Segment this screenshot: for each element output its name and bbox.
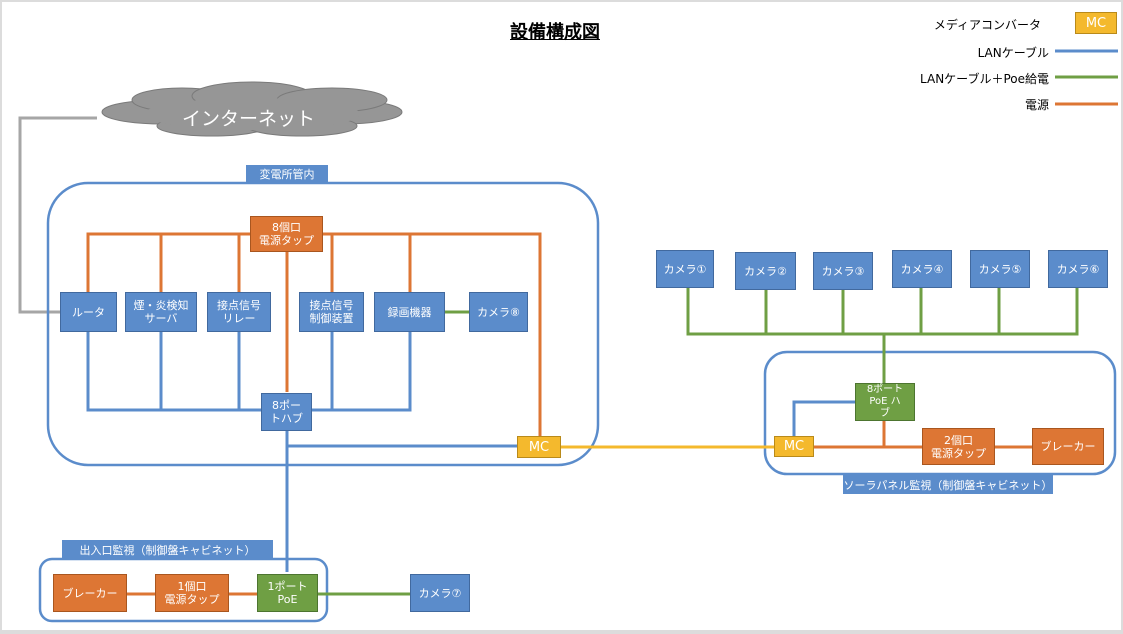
- solar-breaker[interactable]: ブレーカー: [1032, 428, 1104, 465]
- legend-power-label: 電源: [1024, 98, 1049, 112]
- smoke-detection-server[interactable]: 煙・炎検知 サーバ: [125, 292, 197, 332]
- substation-tag: 変電所管内: [246, 165, 328, 182]
- solar-container: [763, 350, 1117, 476]
- camera-7[interactable]: カメラ⑦: [410, 574, 470, 612]
- contact-signal-controller[interactable]: 接点信号 制御装置: [299, 292, 364, 332]
- camera-8[interactable]: カメラ⑧: [469, 292, 528, 332]
- legend-poe-label: LANケーブル＋Poe給電: [920, 72, 1049, 86]
- internet-line: [18, 116, 97, 314]
- power-lines-solar: [814, 420, 1033, 449]
- poe-lines-cameras: [686, 288, 1079, 384]
- solar-power-tap[interactable]: 2個口 電源タップ: [922, 428, 995, 465]
- legend-mc-label: メディアコンバータ: [933, 18, 1041, 32]
- entrance-power-tap[interactable]: 1個口 電源タップ: [155, 574, 229, 612]
- camera-2[interactable]: カメラ②: [735, 252, 796, 290]
- router[interactable]: ルータ: [60, 292, 117, 332]
- entrance-container: [38, 557, 329, 623]
- legend-lan-label: LANケーブル: [977, 46, 1049, 60]
- recorder[interactable]: 録画機器: [374, 292, 445, 332]
- camera-6[interactable]: カメラ⑥: [1048, 250, 1108, 288]
- contact-signal-relay[interactable]: 接点信号 リレー: [207, 292, 271, 332]
- solar-tag: ソーラパネル監視（制御盤キャビネット）: [843, 475, 1053, 494]
- solar-mc[interactable]: MC: [774, 436, 814, 457]
- camera-4[interactable]: カメラ④: [892, 250, 952, 288]
- substation-power-tap[interactable]: 8個口 電源タップ: [250, 216, 323, 252]
- substation-container: [46, 181, 600, 467]
- substation-mc[interactable]: MC: [517, 436, 561, 458]
- power-lines-substation: [86, 232, 542, 438]
- page-title: 設備構成図: [510, 22, 600, 43]
- camera-5[interactable]: カメラ⑤: [970, 250, 1030, 288]
- poe-hub[interactable]: 8ポート PoE ハ ブ: [855, 383, 915, 421]
- entrance-breaker[interactable]: ブレーカー: [53, 574, 127, 612]
- entrance-tag: 出入口監視（制御盤キャビネット）: [62, 540, 273, 559]
- internet-cloud: [101, 81, 403, 137]
- internet-label: インターネット: [182, 108, 316, 130]
- camera-1[interactable]: カメラ①: [656, 250, 714, 288]
- camera-3[interactable]: カメラ③: [813, 252, 873, 290]
- lan-line-solar: [792, 400, 857, 438]
- eight-port-hub[interactable]: 8ポー トハブ: [261, 393, 312, 431]
- legend-mc-badge: MC: [1075, 12, 1117, 34]
- lan-lines-substation: [86, 332, 518, 572]
- one-port-poe[interactable]: 1ポート PoE: [257, 574, 318, 612]
